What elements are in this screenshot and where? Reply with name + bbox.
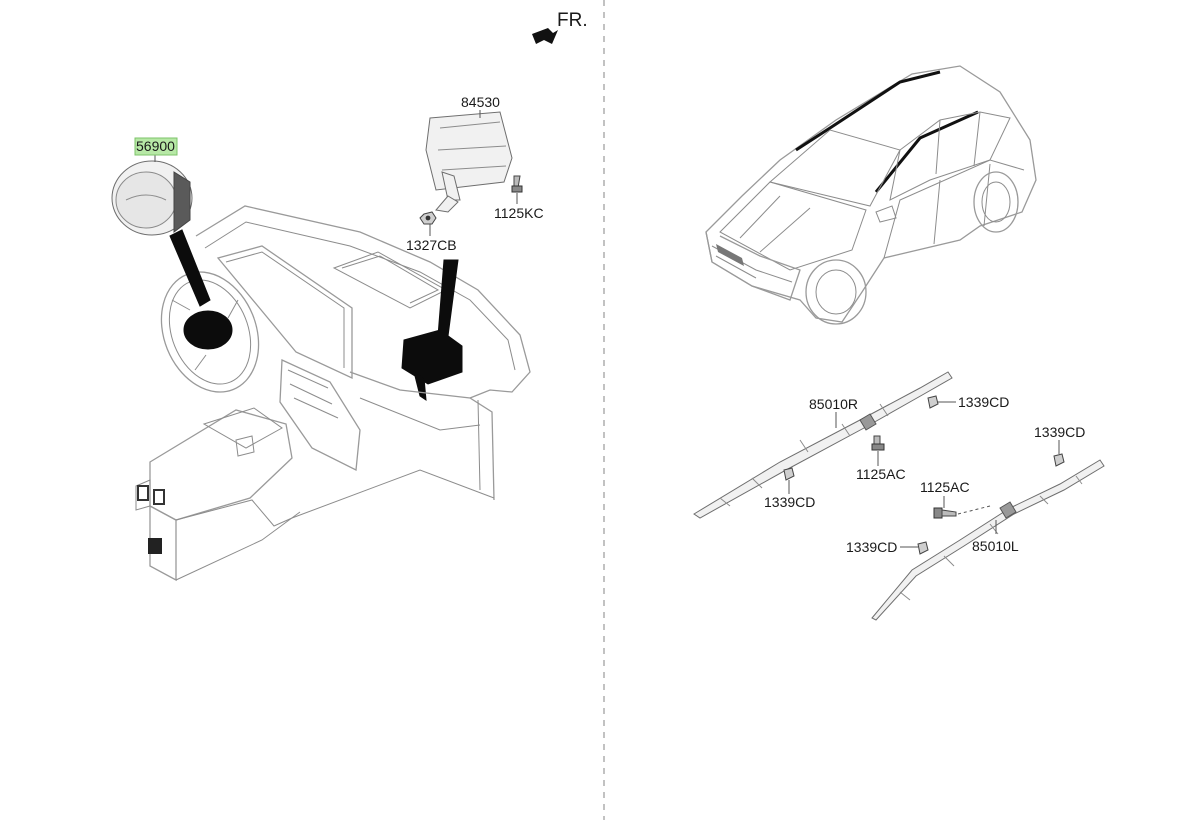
part-label-1339CD-c[interactable]: 1339CD — [1034, 424, 1085, 440]
part-label-56900[interactable]: 56900 — [136, 138, 175, 154]
part-label-85010R[interactable]: 85010R — [809, 396, 858, 412]
bolt-icon — [933, 507, 957, 519]
part-label-1125AC-a[interactable]: 1125AC — [856, 466, 906, 482]
clip-icon — [783, 467, 795, 481]
bolt-icon — [511, 175, 523, 193]
curtain-airbag-right — [693, 371, 953, 519]
part-label-1125KC[interactable]: 1125KC — [494, 205, 544, 221]
clip-icon — [1053, 453, 1065, 467]
bolt-icon — [871, 435, 885, 451]
part-label-1339CD-b[interactable]: 1339CD — [764, 494, 815, 510]
part-label-84530[interactable]: 84530 — [461, 94, 500, 110]
part-label-85010L[interactable]: 85010L — [972, 538, 1019, 554]
curtain-airbag-left — [871, 459, 1105, 621]
nut-icon — [419, 211, 437, 225]
clip-icon — [917, 541, 929, 555]
clip-icon — [927, 395, 939, 409]
part-label-1339CD-d[interactable]: 1339CD — [846, 539, 897, 555]
vehicle-illustration — [705, 65, 1037, 325]
passenger-airbag — [425, 111, 513, 213]
part-label-1125AC-b[interactable]: 1125AC — [920, 479, 970, 495]
part-label-1339CD-a[interactable]: 1339CD — [958, 394, 1009, 410]
part-label-1327CB[interactable]: 1327CB — [406, 237, 457, 253]
front-arrow-icon — [532, 28, 558, 44]
dashboard-illustration — [135, 205, 531, 582]
front-label: FR. — [557, 10, 588, 31]
part-label-highlight — [134, 137, 178, 156]
steering-airbag — [111, 160, 193, 236]
